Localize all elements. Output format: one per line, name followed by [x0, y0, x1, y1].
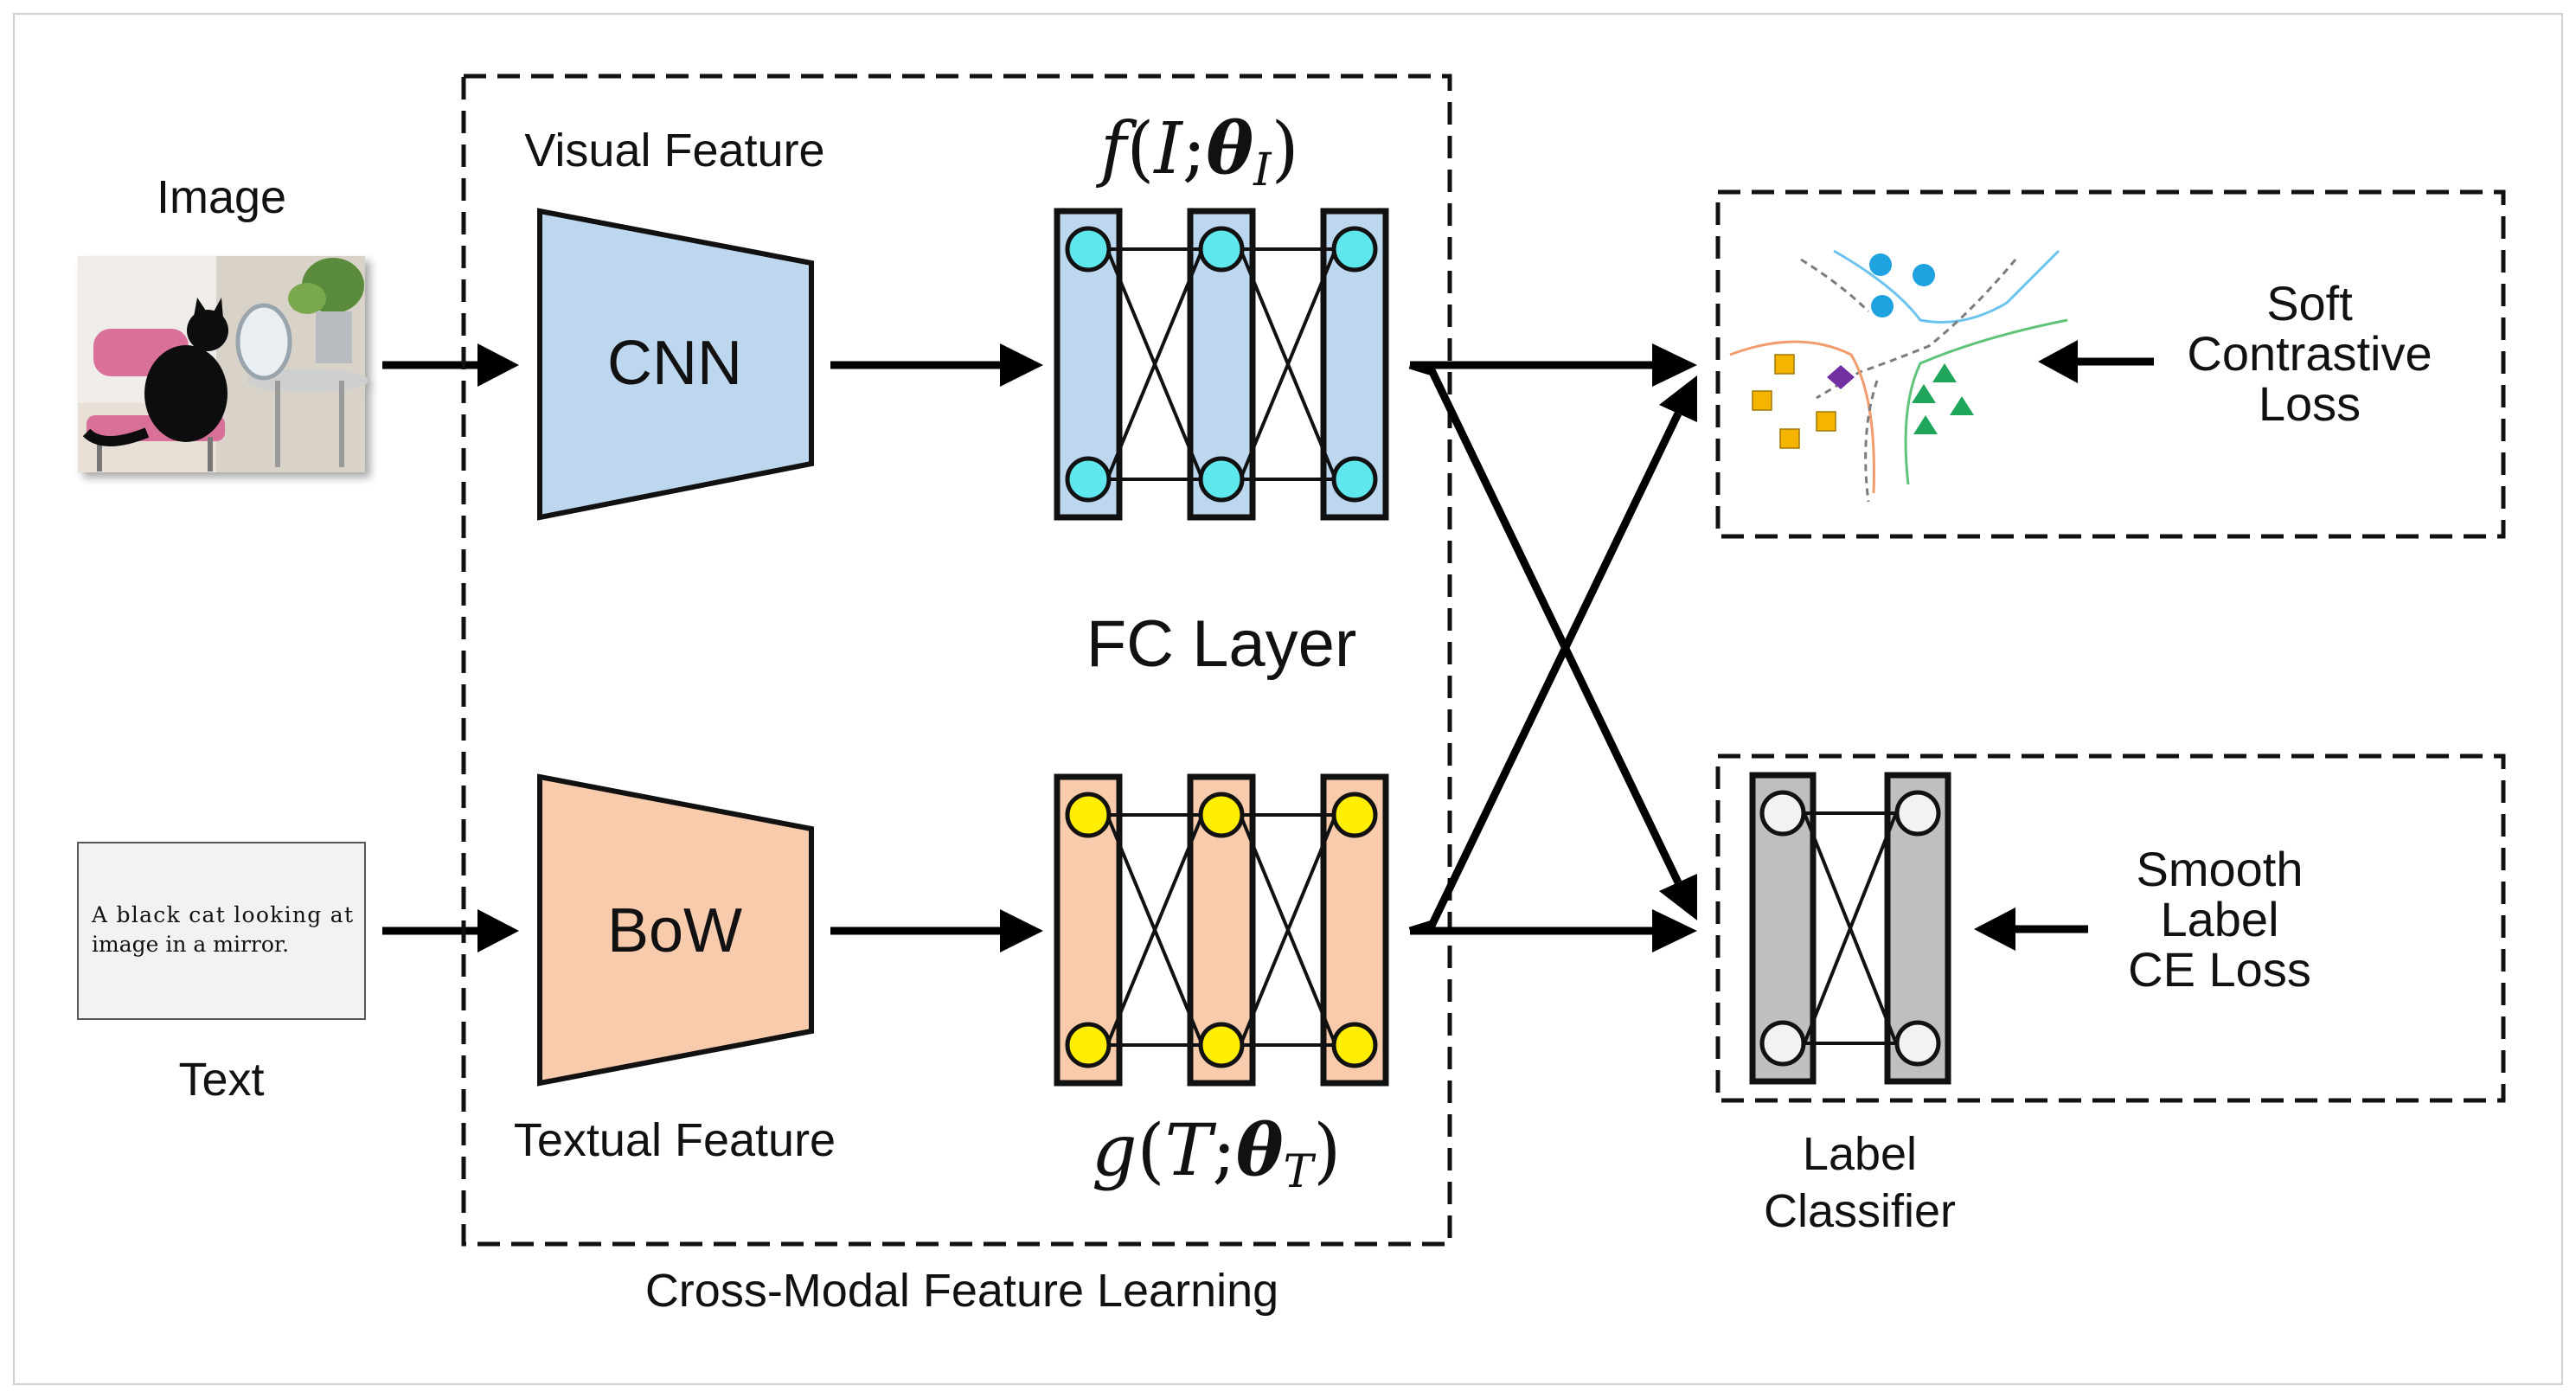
- bow-to-fc-arrow: [830, 909, 1043, 952]
- svg-text:f(I;θI): f(I;θI): [1095, 107, 1299, 196]
- svg-text:Loss: Loss: [2259, 376, 2361, 431]
- cnn-to-fc-arrow: [830, 343, 1043, 387]
- label-classifier-caption: Label Classifier: [1764, 1128, 1956, 1237]
- smooth-label-loss-arrow: [1974, 907, 2088, 951]
- figure-frame: [13, 13, 2563, 1385]
- svg-text:g(T;θT): g(T;θT): [1092, 1109, 1341, 1198]
- svg-text:Soft: Soft: [2266, 276, 2353, 330]
- svg-text:Classifier: Classifier: [1764, 1185, 1956, 1237]
- contrastive-box: [1715, 189, 2506, 539]
- smooth-label-loss-label: Smooth Label CE Loss: [2128, 842, 2311, 997]
- textual-feature-label: Textual Feature: [514, 1114, 836, 1166]
- visual-to-contrastive-arrow: [1410, 343, 1697, 387]
- visual-feature-label: Visual Feature: [524, 125, 824, 176]
- g-formula: g(T;θT): [1092, 1109, 1341, 1198]
- image-input-label: Image: [157, 171, 286, 223]
- textual-to-contrastive-arrow: [1408, 375, 1697, 935]
- visual-to-classifier-arrow: [1408, 361, 1697, 920]
- text-sample-card: A black cat looking at image in a mirror…: [77, 842, 366, 1020]
- svg-text:CE Loss: CE Loss: [2128, 942, 2311, 997]
- classifier-box: [1715, 754, 2506, 1103]
- f-formula: f(I;θI): [1095, 107, 1299, 196]
- svg-text:Label: Label: [2160, 892, 2278, 946]
- contrastive-loss-arrow: [2038, 340, 2154, 383]
- text-to-bow-arrow: [382, 909, 519, 952]
- cnn-encoder: [537, 208, 814, 521]
- text-input-label: Text: [178, 1054, 264, 1106]
- svg-text:Contrastive: Contrastive: [2187, 326, 2432, 381]
- svg-text:Smooth: Smooth: [2137, 842, 2304, 896]
- textual-fc-layer: [1054, 773, 1389, 1087]
- soft-contrastive-loss-label: Soft Contrastive Loss: [2187, 276, 2432, 431]
- embedding-clusters: [1729, 249, 2068, 503]
- cnn-label: CNN: [607, 329, 742, 398]
- svg-text:Label: Label: [1803, 1128, 1917, 1180]
- text-sample-line-1: A black cat looking at: [91, 902, 353, 927]
- image-to-cnn-arrow: [382, 343, 519, 387]
- text-sample-line-2: image in a mirror.: [92, 932, 289, 957]
- label-classifier: [1749, 772, 1951, 1085]
- feature-learning-box: [461, 74, 1452, 1247]
- bow-encoder: [537, 773, 814, 1087]
- cat-photo: [78, 256, 368, 472]
- fc-layer-label: FC Layer: [1086, 607, 1357, 681]
- textual-to-classifier-arrow: [1410, 909, 1697, 952]
- feature-learning-caption: Cross-Modal Feature Learning: [645, 1265, 1278, 1317]
- bow-label: BoW: [607, 896, 742, 965]
- visual-fc-layer: [1054, 208, 1389, 521]
